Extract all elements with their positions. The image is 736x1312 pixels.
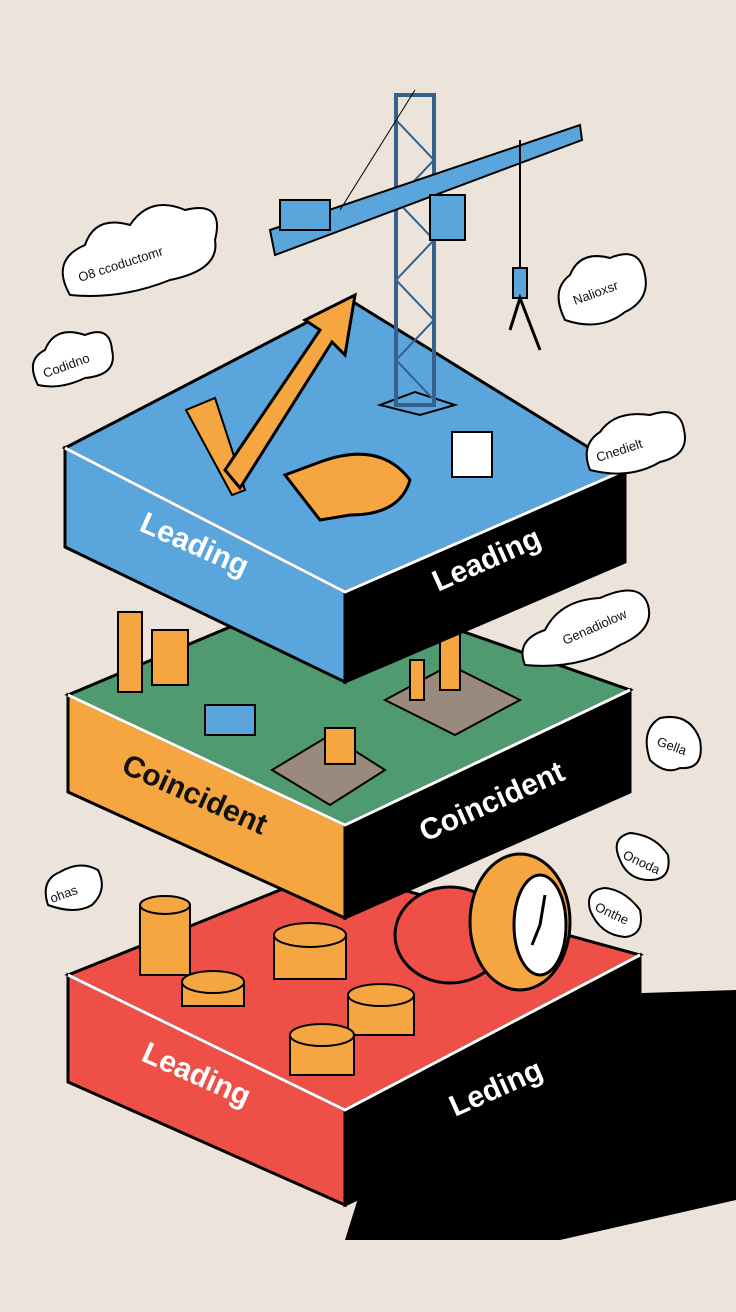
crane-icon	[268, 89, 584, 417]
cloud-6: Gella	[645, 716, 702, 772]
cloud-5: Genadiolow	[521, 589, 651, 667]
cloud-8: Onoda	[615, 831, 670, 882]
workers-icon	[270, 629, 523, 807]
factory-icon	[117, 611, 256, 736]
cube-icon	[451, 431, 493, 478]
middle-layer: Coincident Coincident	[64, 583, 634, 921]
growth-arrow-icon	[184, 292, 412, 522]
cloud-9: Onthe	[588, 886, 642, 939]
top-layer: Leading Leading	[61, 89, 629, 685]
cloud-1: O8 ccoductomr	[61, 204, 218, 297]
cloud-3: Nalioxsr	[557, 253, 647, 326]
cloud-2: Codidno	[31, 331, 114, 388]
bottom-layer: Leading Leding	[64, 852, 645, 1208]
coin-stack-icon	[139, 895, 415, 1076]
clock-icon	[393, 852, 572, 992]
cloud-4: Cnedielt	[585, 411, 686, 475]
cloud-7: ohas	[44, 864, 103, 911]
